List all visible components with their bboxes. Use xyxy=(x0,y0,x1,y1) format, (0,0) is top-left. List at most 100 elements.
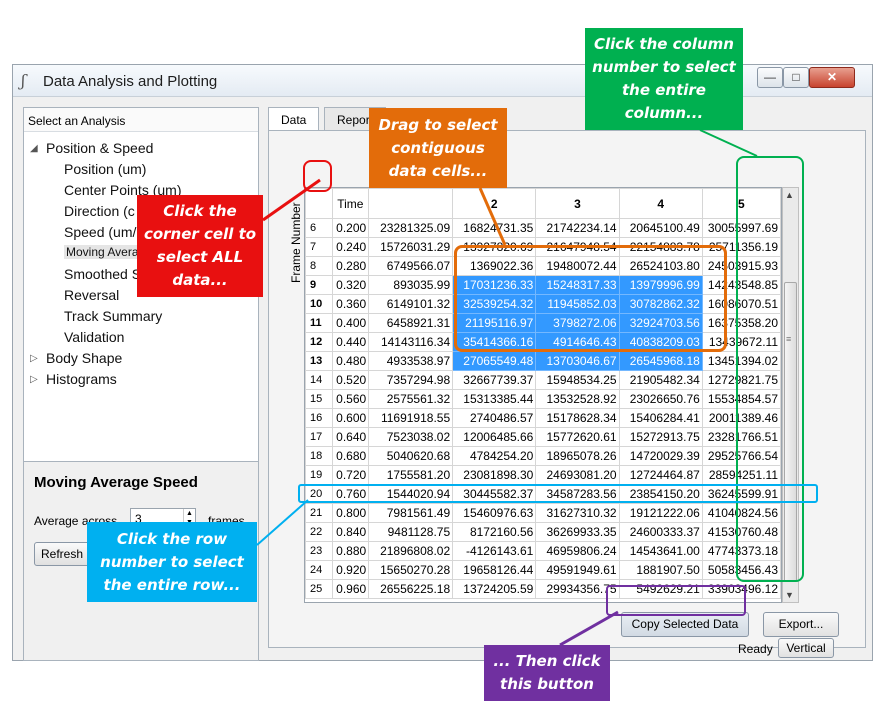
table-cell[interactable]: 23281325.09 xyxy=(368,218,454,238)
row-header[interactable]: 17 xyxy=(305,427,333,447)
table-cell[interactable]: 20645100.49 xyxy=(618,218,703,238)
table-cell[interactable]: 0.960 xyxy=(331,579,370,599)
tree-item[interactable]: Reversal xyxy=(64,287,120,303)
table-cell[interactable]: 0.400 xyxy=(331,313,370,333)
close-button[interactable]: ✕ xyxy=(809,67,855,88)
tree-item[interactable]: Position (um) xyxy=(64,161,147,177)
export-button[interactable]: Export... xyxy=(763,612,839,637)
expand-arrow-icon[interactable]: ▷ xyxy=(30,374,38,385)
table-cell[interactable]: 0.920 xyxy=(331,560,370,580)
table-cell[interactable]: 23281766.51 xyxy=(701,427,781,447)
table-cell[interactable]: 32667739.37 xyxy=(452,370,537,390)
table-cell[interactable]: 8172160.56 xyxy=(452,522,537,542)
table-cell[interactable]: 23081898.30 xyxy=(452,465,537,485)
table-cell[interactable]: 40838209.03 xyxy=(618,332,703,352)
table-cell[interactable]: 12724464.87 xyxy=(618,465,703,485)
row-header[interactable]: 16 xyxy=(305,408,333,428)
maximize-button[interactable]: □ xyxy=(783,67,809,88)
table-cell[interactable]: 15460976.63 xyxy=(452,503,537,523)
column-header[interactable]: 4 xyxy=(618,188,703,219)
tree-item[interactable]: Direction (c xyxy=(64,203,135,219)
tree-item[interactable]: Track Summary xyxy=(64,308,163,324)
column-header[interactable]: 5 xyxy=(701,188,781,219)
row-header[interactable]: 20 xyxy=(305,484,333,504)
row-header[interactable]: 18 xyxy=(305,446,333,466)
table-cell[interactable]: 17031236.33 xyxy=(452,275,537,295)
table-cell[interactable]: 13724205.59 xyxy=(452,579,537,599)
table-cell[interactable]: 19480072.44 xyxy=(535,256,620,276)
table-cell[interactable]: 21742234.14 xyxy=(535,218,620,238)
table-cell[interactable]: 13532528.92 xyxy=(535,389,620,409)
tab-data[interactable]: Data xyxy=(268,107,320,131)
table-cell[interactable]: 46959806.24 xyxy=(535,541,620,561)
tree-item[interactable]: Moving Avera xyxy=(64,245,141,259)
table-cell[interactable]: 14720029.39 xyxy=(618,446,703,466)
table-cell[interactable]: 49591949.61 xyxy=(535,560,620,580)
table-cell[interactable]: 29934356.75 xyxy=(535,579,620,599)
table-cell[interactable]: 9481128.75 xyxy=(368,522,454,542)
table-cell[interactable]: 0.720 xyxy=(331,465,370,485)
tree-item[interactable]: Position & Speed xyxy=(46,140,154,156)
table-cell[interactable]: 24600333.37 xyxy=(618,522,703,542)
row-header[interactable]: 10 xyxy=(305,294,333,314)
table-cell[interactable]: 3798272.06 xyxy=(535,313,620,333)
table-cell[interactable]: 18965078.26 xyxy=(535,446,620,466)
tree-item[interactable]: Validation xyxy=(64,329,125,345)
column-header[interactable]: 2 xyxy=(452,188,537,219)
tree-item[interactable]: Smoothed S xyxy=(64,266,142,282)
row-header[interactable]: 15 xyxy=(305,389,333,409)
table-cell[interactable]: 0.560 xyxy=(331,389,370,409)
table-cell[interactable]: 21195116.97 xyxy=(452,313,537,333)
table-cell[interactable]: 15248317.33 xyxy=(535,275,620,295)
table-cell[interactable]: 15406284.41 xyxy=(618,408,703,428)
table-cell[interactable]: 50583456.43 xyxy=(701,560,781,580)
table-cell[interactable]: 1881907.50 xyxy=(618,560,703,580)
table-cell[interactable]: 14143116.34 xyxy=(368,332,454,352)
tree-item[interactable]: Histograms xyxy=(46,371,117,387)
column-header-time[interactable]: Time xyxy=(331,188,370,219)
table-cell[interactable]: 0.800 xyxy=(331,503,370,523)
table-cell[interactable]: -4126143.61 xyxy=(452,541,537,561)
column-header[interactable] xyxy=(368,188,454,219)
table-cell[interactable]: 31627310.32 xyxy=(535,503,620,523)
table-cell[interactable]: 28594251.11 xyxy=(701,465,781,485)
row-header[interactable]: 12 xyxy=(305,332,333,352)
vertical-scrollbar[interactable]: ▲ ≡ ▼ xyxy=(782,187,799,603)
table-cell[interactable]: 6458921.31 xyxy=(368,313,454,333)
table-cell[interactable]: 4784254.20 xyxy=(452,446,537,466)
table-cell[interactable]: 32539254.32 xyxy=(452,294,537,314)
scroll-up-icon[interactable]: ▲ xyxy=(785,190,794,200)
row-header[interactable]: 9 xyxy=(305,275,333,295)
orientation-button[interactable]: Vertical xyxy=(778,638,834,658)
table-cell[interactable]: 27065549.48 xyxy=(452,351,537,371)
table-cell[interactable]: 15772620.61 xyxy=(535,427,620,447)
collapse-arrow-icon[interactable]: ◢ xyxy=(30,143,38,154)
row-header[interactable]: 23 xyxy=(305,541,333,561)
minimize-button[interactable]: — xyxy=(757,67,783,88)
table-cell[interactable]: 7523038.02 xyxy=(368,427,454,447)
column-header[interactable]: 3 xyxy=(535,188,620,219)
table-cell[interactable]: 0.880 xyxy=(331,541,370,561)
table-cell[interactable]: 13979996.99 xyxy=(618,275,703,295)
table-cell[interactable]: 30445582.37 xyxy=(452,484,537,504)
table-cell[interactable]: 20011389.46 xyxy=(701,408,781,428)
tree-item[interactable]: Center Points (um) xyxy=(64,182,182,198)
table-cell[interactable]: 16375358.20 xyxy=(701,313,781,333)
table-cell[interactable]: 26545968.18 xyxy=(618,351,703,371)
table-cell[interactable]: 13451394.02 xyxy=(701,351,781,371)
table-cell[interactable]: 11945852.03 xyxy=(535,294,620,314)
